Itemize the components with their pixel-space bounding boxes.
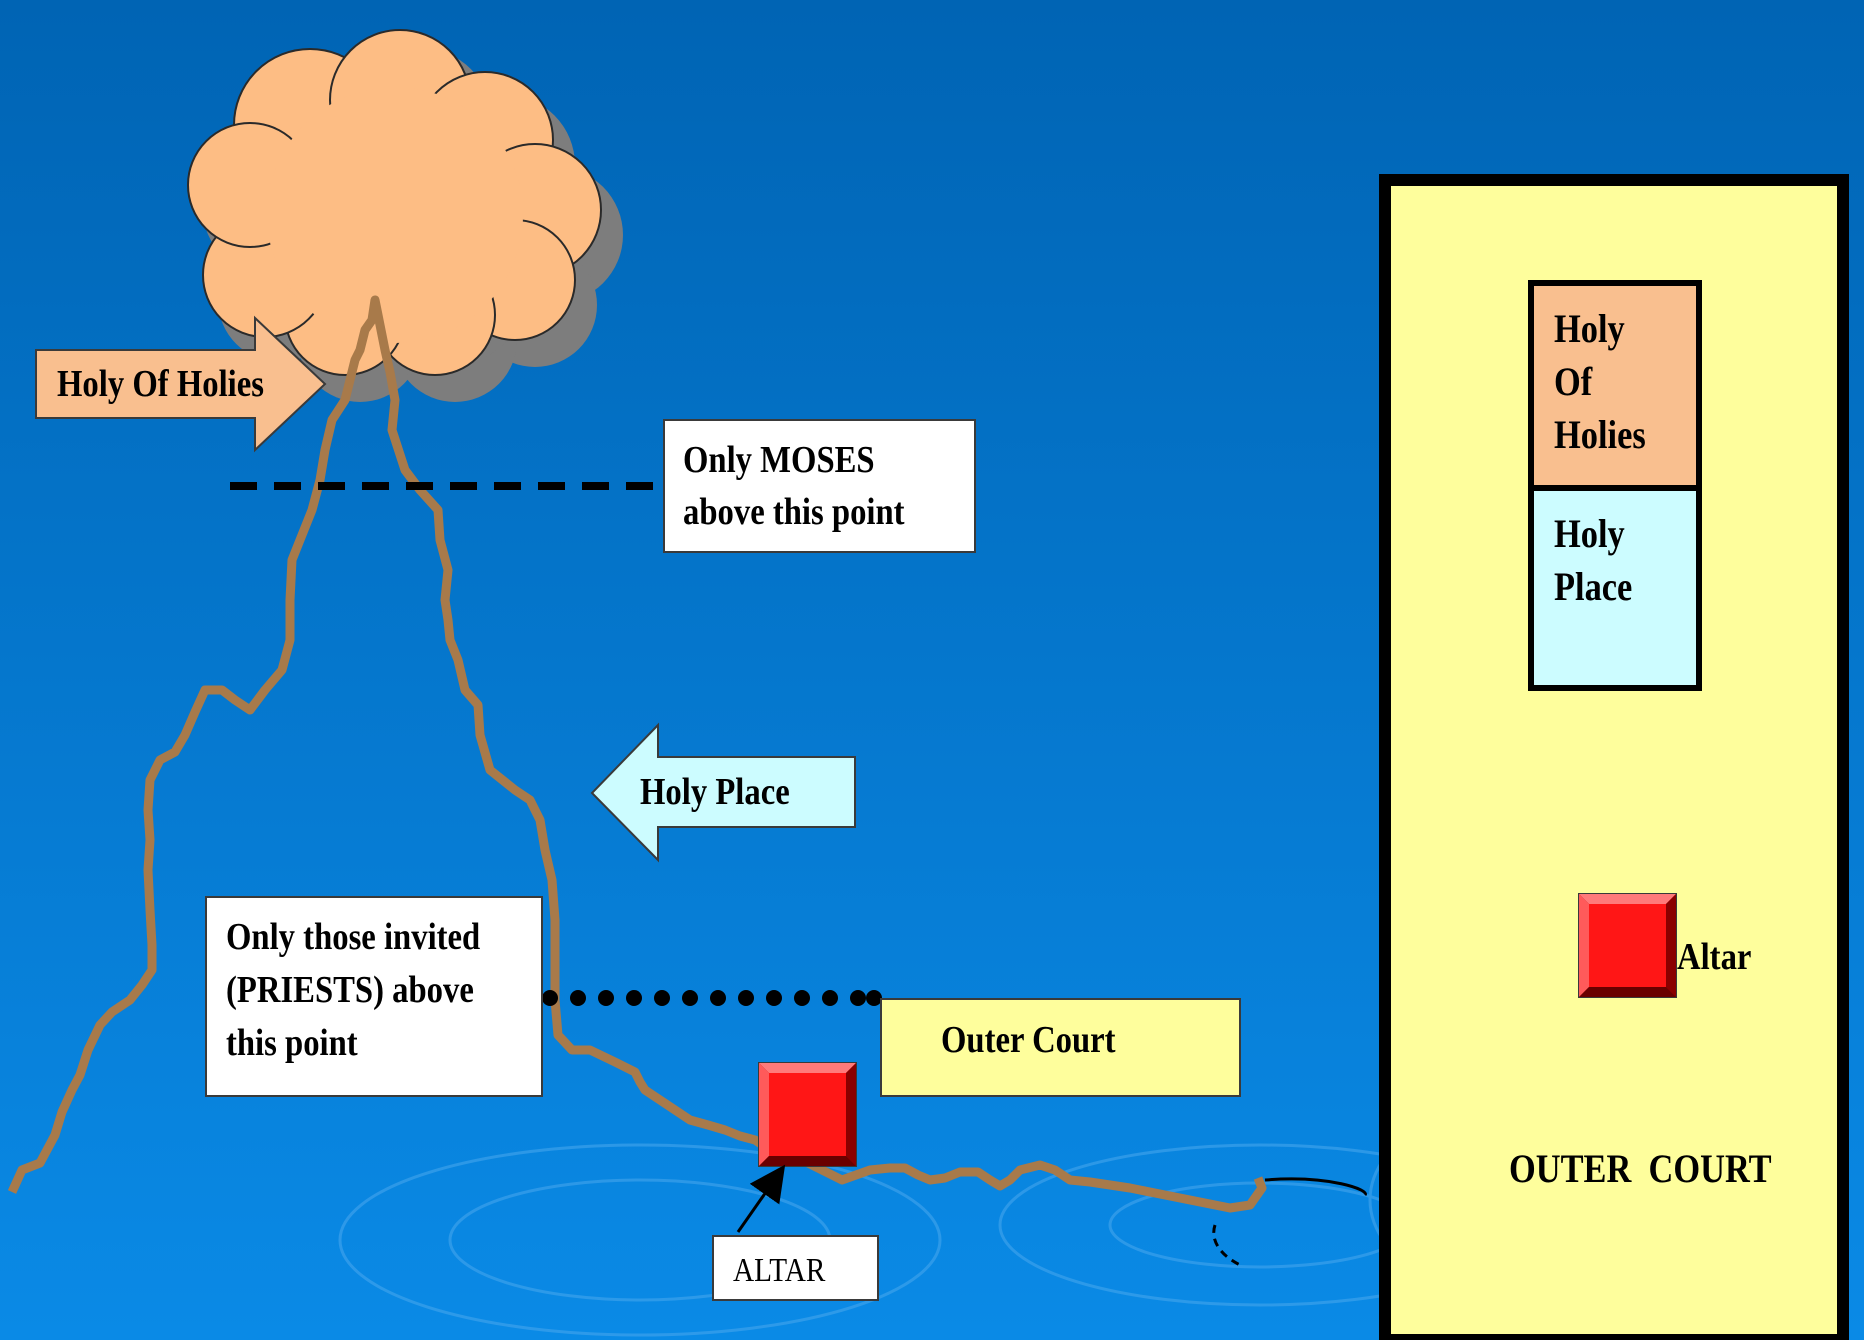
altar-callout-box <box>712 1235 879 1301</box>
moses-note-box <box>663 419 976 553</box>
water-dash <box>1264 1177 1367 1197</box>
tabernacle-outer-court-label: OUTER COURT <box>1509 1146 1772 1191</box>
outer-court-box <box>880 998 1241 1097</box>
mountain-altar <box>758 1062 857 1167</box>
outer-court-label: Outer Court <box>941 1019 1116 1061</box>
holy-place-arrow <box>590 722 856 863</box>
holy-of-holies-arrow <box>35 315 327 453</box>
priests-note-box <box>205 896 543 1097</box>
mountain-outline <box>7 295 1267 1213</box>
priests-note-text: Only those invited (PRIESTS) above this … <box>226 916 481 1064</box>
altar-pointer <box>736 1164 786 1233</box>
tabernacle-holy-place-label: Holy Place <box>1554 511 1633 609</box>
water-dash-lower <box>1212 1224 1241 1267</box>
holy-of-holies-arrow-label: Holy Of Holies <box>57 363 264 405</box>
tabernacle-altar <box>1578 893 1677 998</box>
tabernacle-holy-of-holies <box>1528 280 1702 491</box>
tabernacle-holy-place <box>1528 485 1702 691</box>
tabernacle-holy-of-holies-label: Holy Of Holies <box>1554 306 1646 457</box>
tabernacle-altar-label: Altar <box>1677 936 1752 978</box>
moses-note-text: Only MOSES above this point <box>683 439 905 533</box>
cloud-fill <box>267 87 523 343</box>
priests-limit-dots <box>542 990 882 1006</box>
holy-place-arrow-label: Holy Place <box>640 771 790 813</box>
altar-callout-text: ALTAR <box>733 1252 826 1289</box>
